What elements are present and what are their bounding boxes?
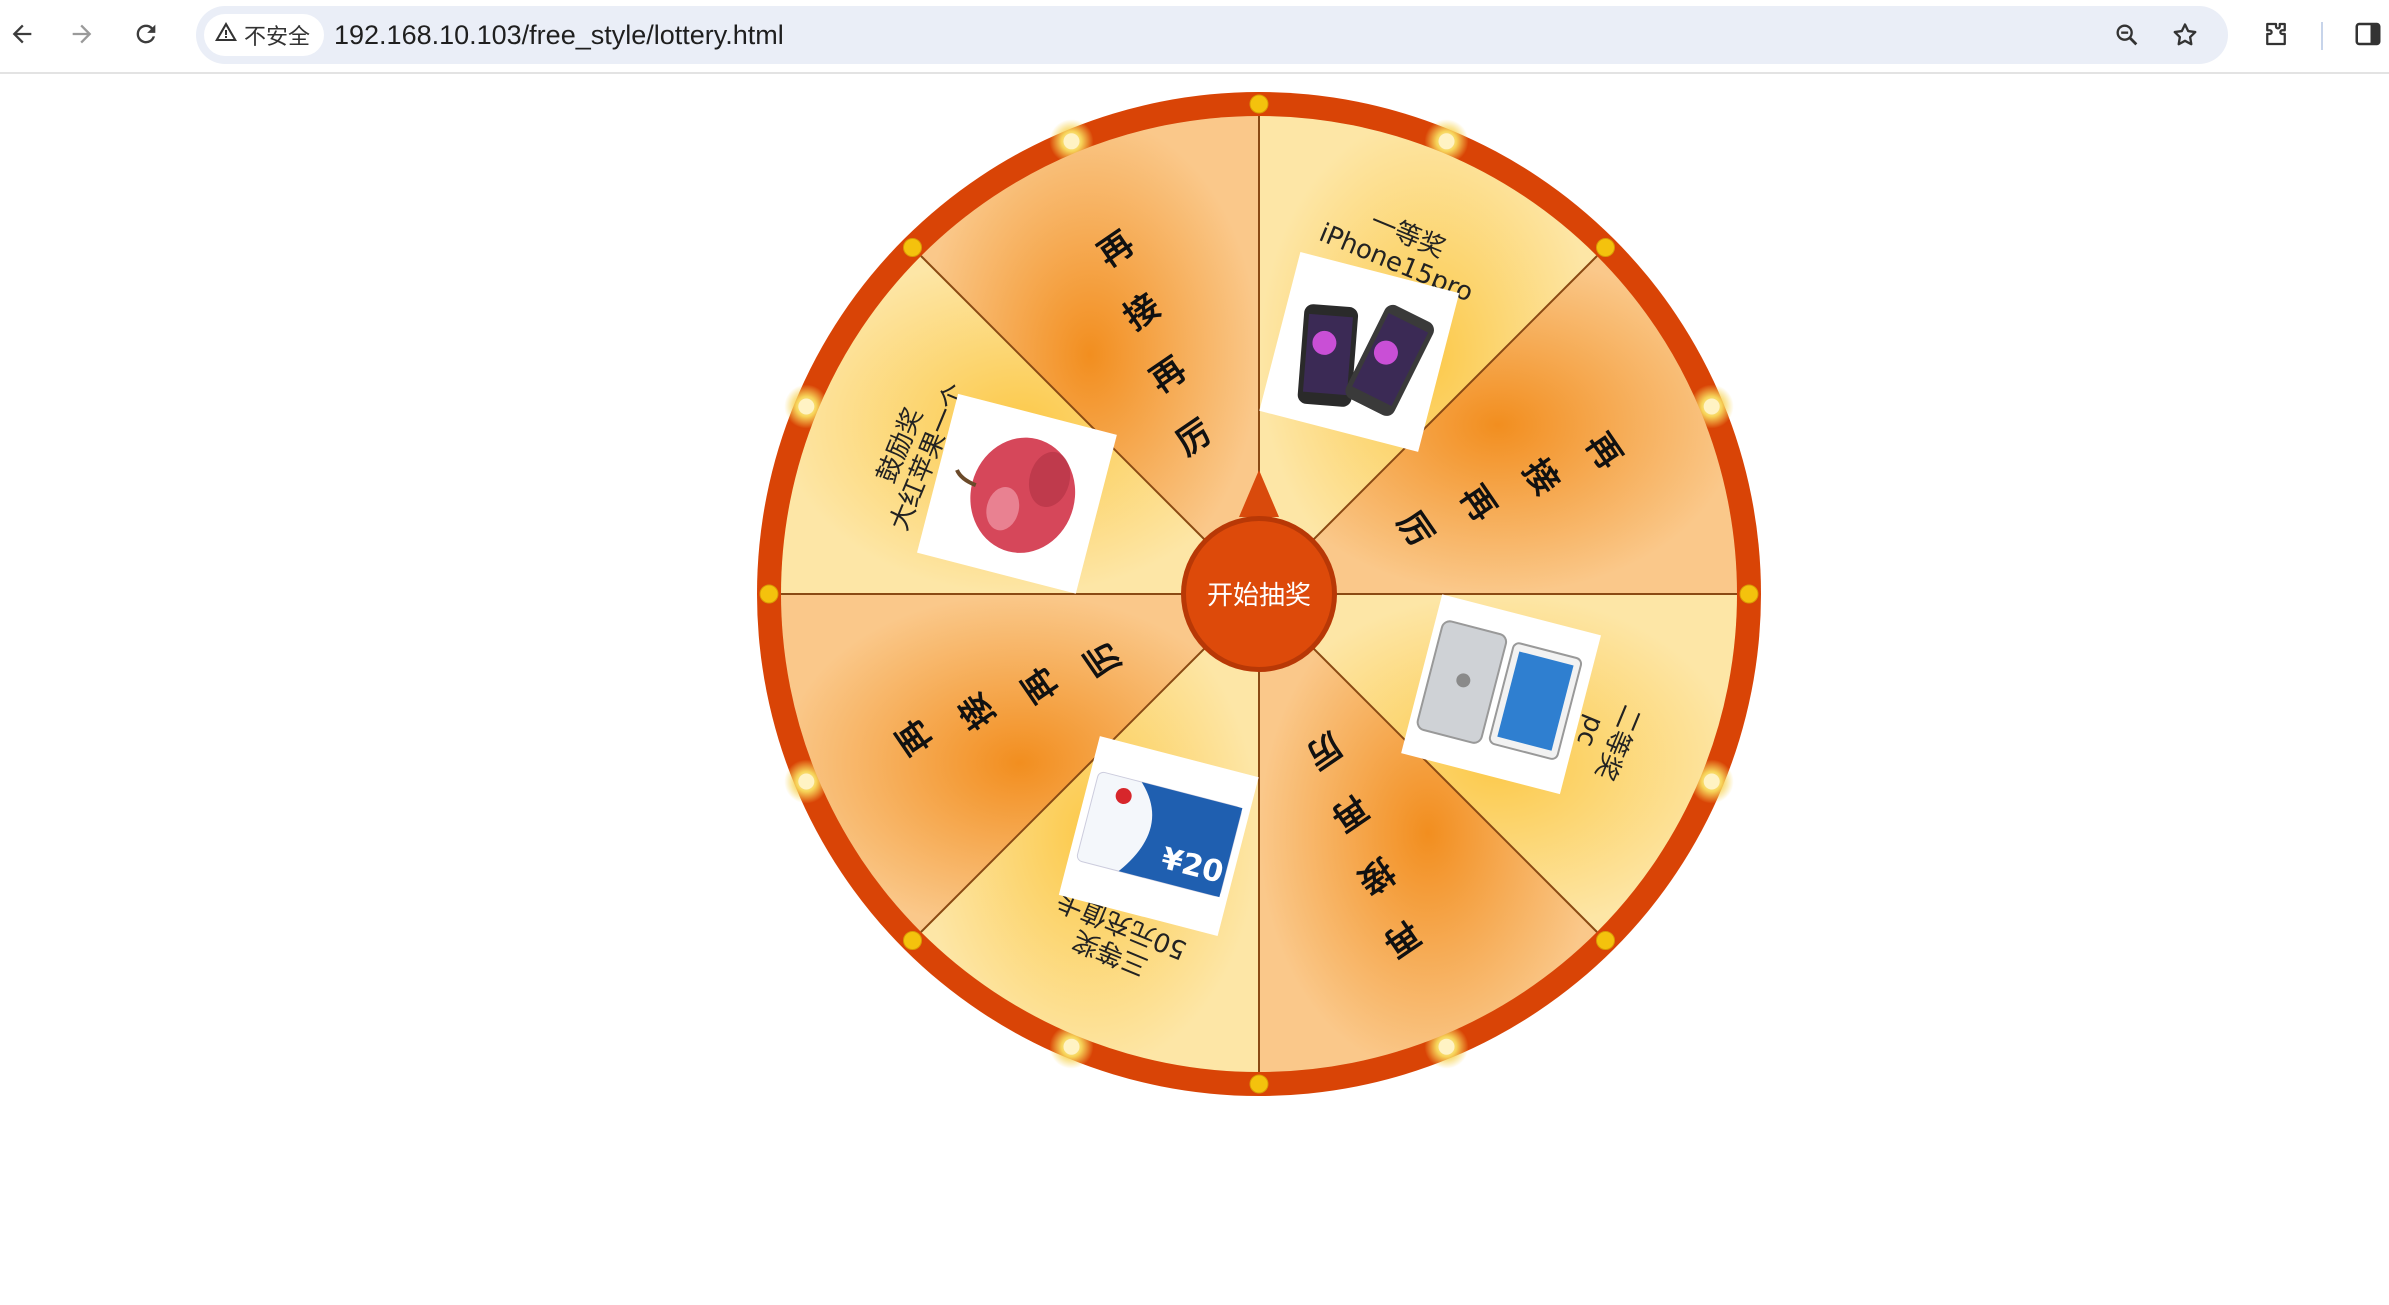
puzzle-icon[interactable] bbox=[2254, 12, 2298, 56]
slice-divider bbox=[920, 593, 1260, 933]
zoom-icon[interactable] bbox=[2108, 16, 2146, 54]
apple-stem bbox=[955, 469, 977, 488]
start-draw-button[interactable]: 开始抽奖 bbox=[1181, 470, 1337, 672]
rim-bulb bbox=[1595, 238, 1615, 258]
retry-slice bbox=[781, 594, 1259, 932]
iphone-image bbox=[1259, 252, 1460, 452]
address-bar[interactable]: 不安全 192.168.10.103/free_style/lottery.ht… bbox=[196, 6, 2228, 64]
rim-bulb bbox=[759, 584, 779, 604]
rim-bulb bbox=[1438, 1038, 1455, 1055]
warning-icon bbox=[214, 20, 238, 50]
rim-bulb bbox=[903, 238, 923, 258]
rim-bulb bbox=[1703, 398, 1720, 415]
start-button-label: 开始抽奖 bbox=[1207, 581, 1311, 611]
wheel-canvas: 一等奖iPhone15pro再接再厉二等奖pc再接再厉三等奖50元充值卡¥20再… bbox=[757, 92, 1761, 1096]
side-panel-icon[interactable] bbox=[2346, 12, 2389, 56]
rim-bulb bbox=[1595, 930, 1615, 950]
arrow-left-icon bbox=[12, 24, 32, 44]
toolbar-separator bbox=[2321, 22, 2323, 50]
rim-bulb bbox=[1703, 773, 1720, 790]
rim-bulb bbox=[1249, 1074, 1269, 1094]
phone-flower bbox=[1312, 330, 1337, 355]
rim-bulb bbox=[798, 773, 815, 790]
rim-bulb bbox=[1438, 133, 1455, 150]
slice-divider bbox=[920, 255, 1260, 595]
star-icon[interactable] bbox=[2166, 16, 2204, 54]
card-band bbox=[1118, 782, 1243, 898]
retry-slice bbox=[1259, 594, 1597, 1072]
phone-screen bbox=[1302, 313, 1353, 396]
recharge-card-image: ¥20 bbox=[1058, 736, 1259, 936]
arrow-right-icon bbox=[72, 24, 92, 44]
retry-slice bbox=[921, 116, 1259, 594]
pointer-arrow bbox=[1239, 470, 1279, 517]
apple-shade bbox=[1028, 451, 1071, 508]
apple-image bbox=[917, 393, 1117, 594]
start-button-face bbox=[1186, 521, 1332, 667]
slice-divider bbox=[1258, 255, 1598, 595]
ipad-image bbox=[1401, 594, 1601, 795]
back-button[interactable] bbox=[0, 12, 44, 56]
card-logo-icon bbox=[1115, 787, 1132, 804]
tablet-screen bbox=[1497, 651, 1574, 751]
security-label: 不安全 bbox=[244, 25, 311, 50]
rim-bulb bbox=[1249, 94, 1269, 114]
rim-bulb bbox=[1063, 133, 1080, 150]
retry-slice bbox=[1259, 256, 1737, 594]
slice-divider bbox=[1258, 593, 1598, 933]
reload-button[interactable] bbox=[124, 12, 168, 56]
rim-bulb bbox=[798, 398, 815, 415]
rim-bulb bbox=[1739, 584, 1759, 604]
forward-button[interactable] bbox=[60, 12, 104, 56]
apple-highlight bbox=[986, 486, 1020, 531]
url-text[interactable]: 192.168.10.103/free_style/lottery.html bbox=[334, 20, 784, 50]
rim-bulb bbox=[903, 930, 923, 950]
phone-flower bbox=[1373, 340, 1398, 365]
rim-bulb bbox=[1063, 1038, 1080, 1055]
security-chip[interactable]: 不安全 bbox=[204, 14, 325, 56]
apple-logo-icon bbox=[1456, 673, 1471, 688]
browser-toolbar: 不安全 192.168.10.103/free_style/lottery.ht… bbox=[0, 0, 2389, 74]
reload-icon bbox=[136, 24, 156, 44]
